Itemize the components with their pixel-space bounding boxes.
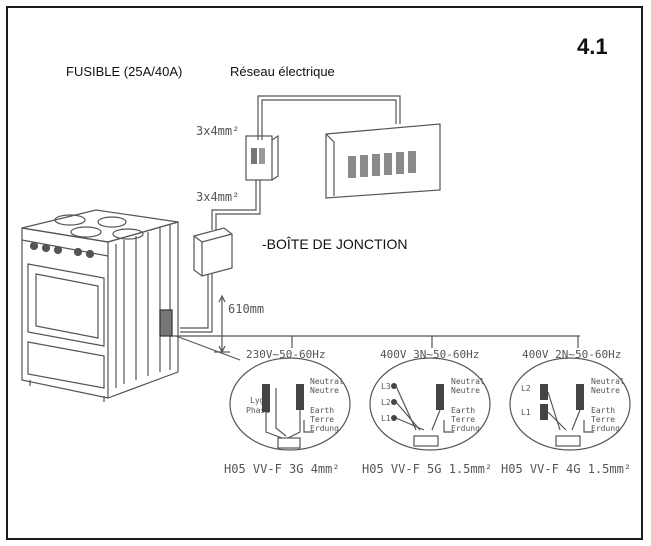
fuse-label: FUSIBLE (25A/40A)	[66, 64, 183, 79]
terminal-label: Lyg	[250, 396, 265, 405]
terminal-label: L3	[381, 382, 391, 391]
neutral-label: Neutre	[310, 386, 339, 395]
junction-box-label: -BOÎTE DE JONCTION	[262, 236, 408, 252]
voltage-label-2: 400V 3N~50-60Hz	[380, 348, 480, 361]
cable-top-label: 3x4mm²	[196, 124, 240, 138]
cable-mid-label: 3x4mm²	[196, 190, 240, 204]
neutral-label: Neutral	[310, 377, 344, 386]
earth-label: Earth	[310, 406, 335, 415]
earth-label: Earth	[451, 406, 476, 415]
dimension-line	[214, 294, 230, 354]
cable-label-2: H05 VV-F 5G 1.5mm²	[362, 462, 493, 476]
voltage-label-1: 230V~50-60Hz	[246, 348, 326, 361]
cooker-terminal-box	[159, 309, 173, 337]
wire-network	[257, 95, 401, 140]
distance-label: 610mm	[228, 302, 265, 316]
terminal-label: L1	[521, 408, 531, 417]
earth-label: Erdung	[591, 424, 620, 433]
wiring-diagram-3	[509, 357, 631, 451]
fuse-box	[245, 134, 279, 181]
terminal-label: L1	[381, 414, 391, 423]
wiring-diagram-2	[369, 357, 491, 451]
terminal-label: L2	[381, 398, 391, 407]
section-number: 4.1	[577, 34, 608, 59]
figure-frame	[6, 6, 643, 540]
connection-lines	[170, 335, 580, 361]
neutral-label: Neutre	[451, 386, 480, 395]
network-label: Réseau électrique	[230, 64, 335, 79]
network-panel	[325, 123, 441, 199]
neutral-label: Neutral	[451, 377, 485, 386]
earth-label: Terre	[451, 415, 476, 424]
cable-label-1: H05 VV-F 3G 4mm²	[224, 462, 340, 476]
junction-box	[193, 227, 233, 277]
earth-label: Erdung	[310, 424, 339, 433]
earth-label: Earth	[591, 406, 616, 415]
terminal-label: L2	[521, 384, 531, 393]
neutral-label: Neutre	[591, 386, 620, 395]
cable-label-3: H05 VV-F 4G 1.5mm²	[501, 462, 632, 476]
earth-label: Erdung	[451, 424, 480, 433]
voltage-label-3: 400V 2N~50-60Hz	[522, 348, 622, 361]
cooker	[21, 209, 179, 402]
earth-label: Terre	[310, 415, 335, 424]
wire-fuse-junction	[211, 180, 261, 230]
earth-label: Terre	[591, 415, 616, 424]
wiring-diagram-1	[229, 357, 351, 451]
wire-junction-cooker	[180, 274, 213, 333]
terminal-label: Phase	[246, 406, 271, 415]
neutral-label: Neutral	[591, 377, 625, 386]
